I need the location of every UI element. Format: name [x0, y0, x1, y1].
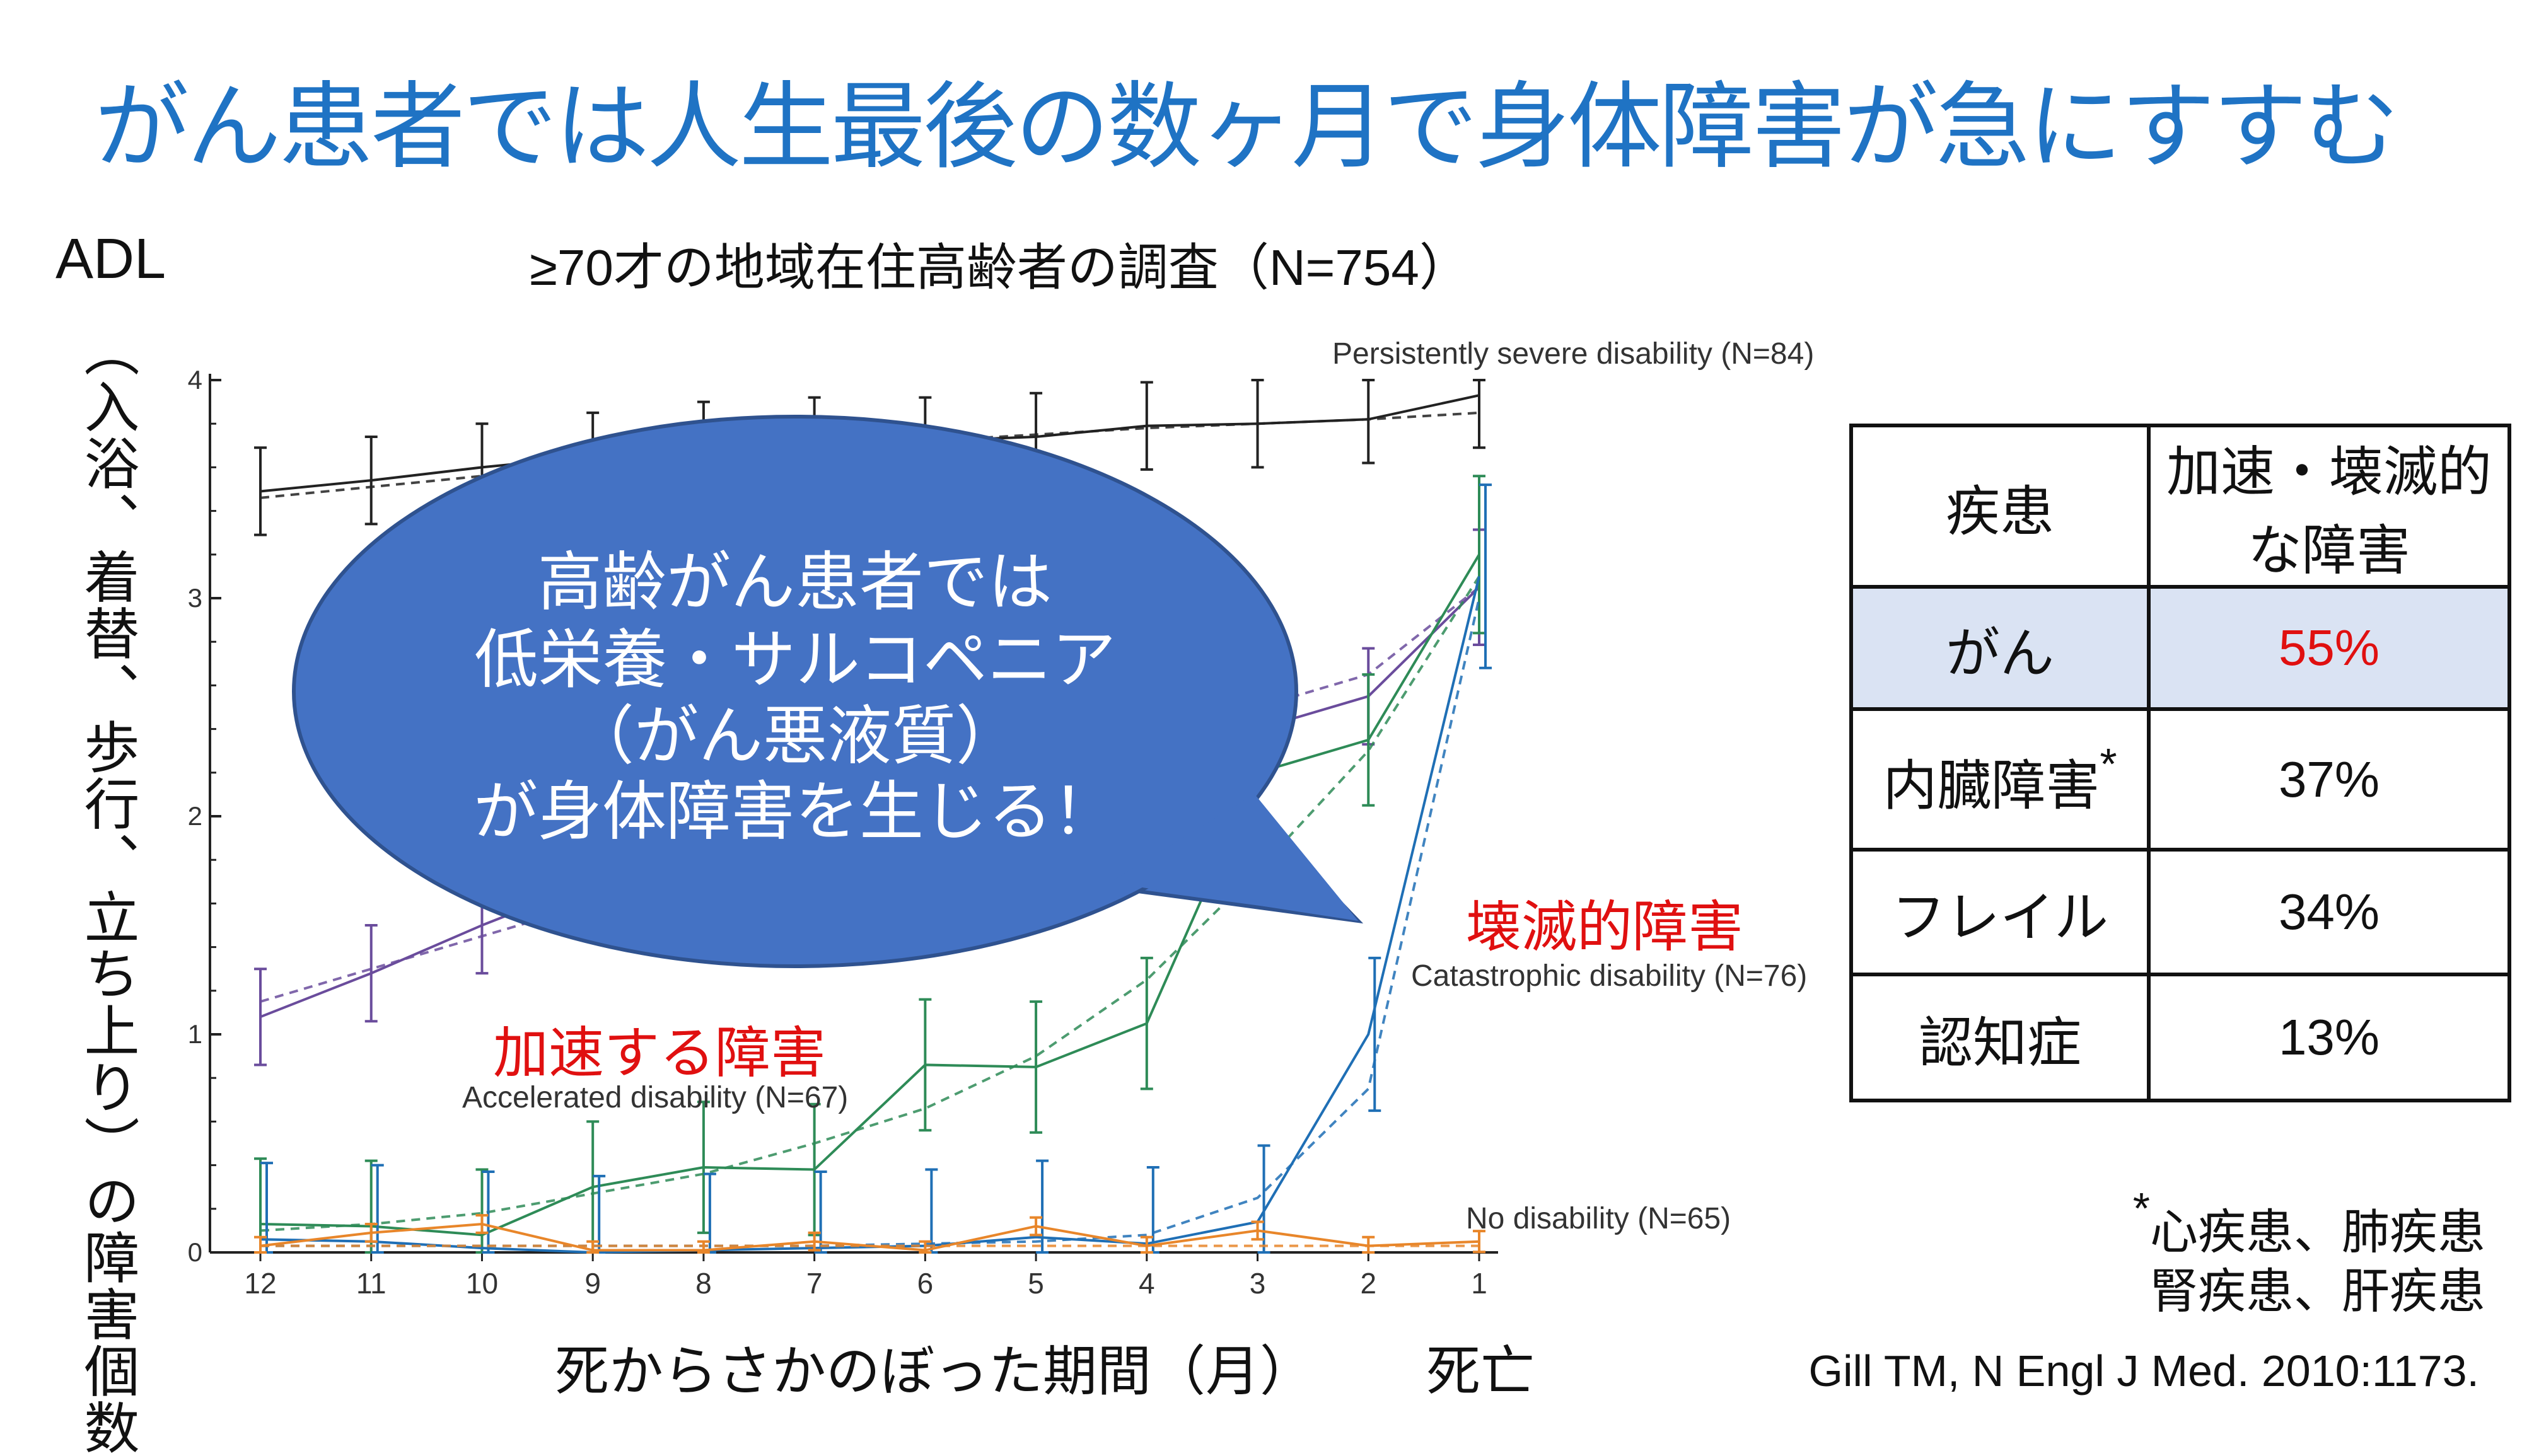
header-line-2: な障害	[2248, 521, 2410, 581]
x-tick-label: 8	[695, 1267, 712, 1300]
footnote-line-1: 心疾患、肺疾患	[2150, 1206, 2485, 1259]
footnote-mark: *	[2100, 739, 2117, 789]
table-row: 認知症 13%	[1849, 973, 2511, 1102]
series-line-4	[260, 1223, 1480, 1252]
header-disease: 疾患	[1849, 424, 2151, 589]
y-axis-label: （入浴、着替、歩行、立ち上り）の障害個数	[76, 321, 139, 1456]
bubble-line-3: （がん悪液質）	[570, 700, 1020, 772]
fitted-line-2	[260, 575, 1480, 1232]
footnote: *心疾患、肺疾患 腎疾患、肝疾患	[2133, 1179, 2485, 1322]
speech-bubble	[292, 415, 1298, 968]
x-tick-label: 12	[244, 1267, 276, 1300]
y-axis-title: ADL	[55, 228, 166, 291]
value-cell: 34%	[2147, 848, 2511, 976]
disease-cell: がん	[1849, 585, 2151, 711]
citation: Gill TM, N Engl J Med. 2010:1173.	[1808, 1346, 2479, 1395]
disease-table: 疾患 加速・壊滅的な障害 がん 55% 内臓障害* 37% フレイル 34% 認…	[1849, 424, 2511, 1102]
y-tick-label: 2	[188, 801, 202, 831]
value-cell: 13%	[2147, 973, 2511, 1102]
x-tick-label: 1	[1471, 1267, 1487, 1300]
x-tick-label: 4	[1139, 1267, 1155, 1300]
bubble-line-2: 低栄養・サルコペニア	[474, 624, 1116, 696]
y-tick-label: 1	[188, 1019, 202, 1049]
header-line-1: 加速・壊滅的	[2166, 442, 2492, 502]
death-label: 死亡	[1426, 1341, 1535, 1402]
y-tick-label: 0	[188, 1237, 202, 1267]
footnote-line-2: 腎疾患、肝疾患	[2150, 1265, 2485, 1319]
x-tick-label: 7	[806, 1267, 823, 1300]
x-tick-label: 2	[1360, 1267, 1376, 1300]
x-tick-label: 11	[356, 1267, 386, 1300]
x-tick-label: 9	[584, 1267, 601, 1300]
value-cell: 55%	[2147, 585, 2511, 711]
footnote-mark: *	[2132, 1184, 2150, 1233]
bubble-line-4: が身体障害を生じる！	[474, 776, 1117, 848]
series-label-catastrophic: Catastrophic disability (N=76)	[1411, 959, 1808, 993]
bubble-tail-join	[1110, 794, 1358, 921]
table-header-row: 疾患 加速・壊滅的な障害	[1849, 424, 2511, 589]
disease-cell: 内臓障害*	[1849, 707, 2151, 852]
x-tick-label: 5	[1028, 1267, 1044, 1300]
bubble-line-1: 高齢がん患者では	[538, 546, 1052, 618]
table-row: 内臓障害* 37%	[1849, 707, 2511, 852]
slide-title: がん患者では人生最後の数ヶ月で身体障害が急にすすむ	[95, 74, 2400, 180]
x-axis-label: 死からさかのぼった期間（月）	[555, 1341, 1314, 1402]
disease-cell: 認知症	[1849, 973, 2151, 1102]
x-tick-label: 6	[917, 1267, 934, 1300]
y-tick-label: 3	[188, 583, 202, 613]
series-label-persistent: Persistently severe disability (N=84)	[1332, 337, 1815, 371]
table-row: フレイル 34%	[1849, 848, 2511, 976]
value-cell: 37%	[2147, 707, 2511, 852]
table-row: がん 55%	[1849, 585, 2511, 711]
catastrophic-annotation: 壊滅的障害	[1466, 896, 1744, 958]
disease-cell: フレイル	[1849, 848, 2151, 976]
series-label-no-disability: No disability (N=65)	[1466, 1202, 1731, 1235]
disease-text: 内臓障害	[1883, 756, 2100, 816]
header-disability: 加速・壊滅的な障害	[2147, 424, 2511, 589]
y-tick-label: 4	[188, 365, 202, 395]
x-tick-label: 3	[1250, 1267, 1266, 1300]
accelerated-annotation: 加速する障害	[493, 1022, 827, 1084]
x-tick-label: 10	[466, 1267, 498, 1300]
series-label-accelerated: Accelerated disability (N=67)	[462, 1081, 849, 1114]
chart-subtitle: ≥70才の地域在住高齢者の調査（N=754）	[530, 240, 1470, 296]
